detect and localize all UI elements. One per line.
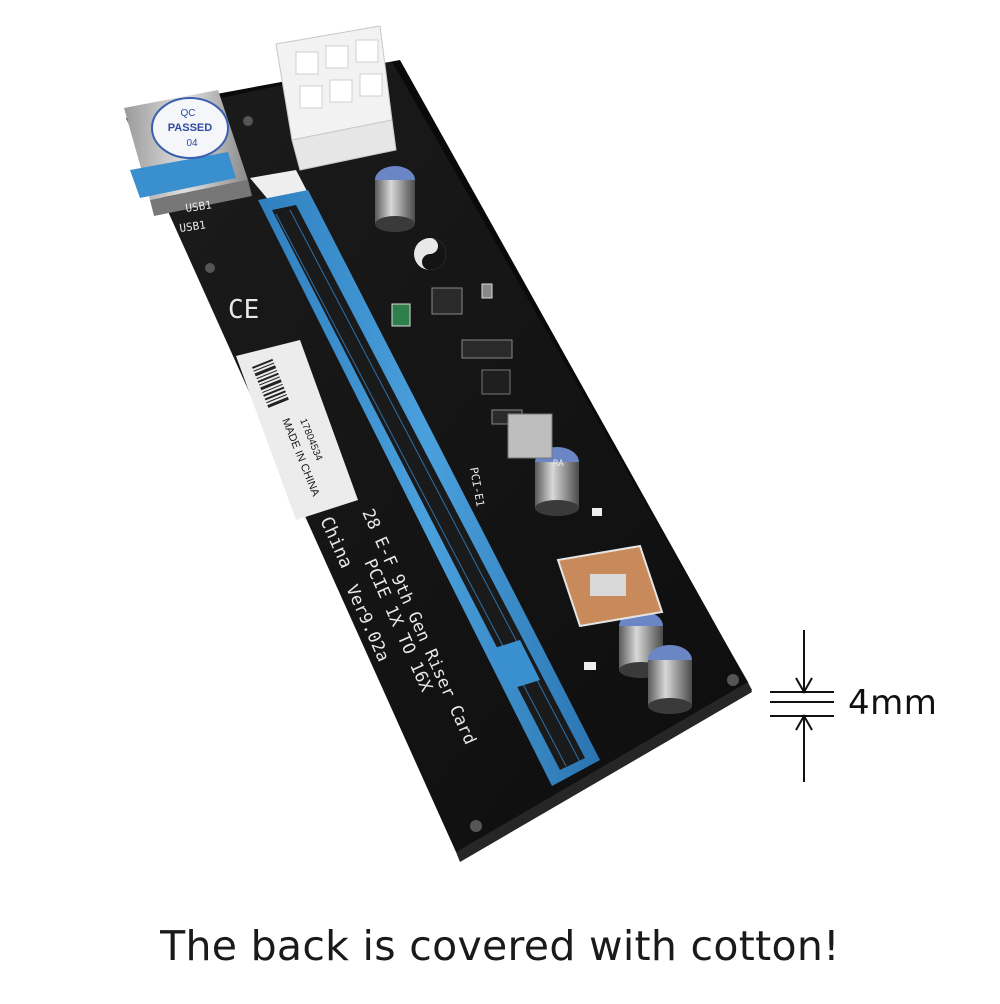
capacitor [375,166,415,232]
mount-hole [243,116,253,126]
qc-passed-sticker: QC PASSED 04 [151,97,229,159]
thickness-dimension-marker [770,630,834,782]
qc-line3: 04 [186,138,198,149]
qc-line2: PASSED [168,122,212,134]
thickness-label: 4mm [848,683,938,723]
capacitor-marking: RA [553,459,564,469]
mount-hole [205,263,215,273]
usb-label-bottom: USB1 [179,218,207,235]
capacitor [648,645,692,714]
ic-chip [481,369,511,395]
mount-hole [727,674,739,686]
power-connector [275,25,397,171]
led [592,508,602,516]
inductor [507,413,553,459]
barcode-label: 17804534 MADE IN CHINA [236,340,358,520]
qc-line1: QC [181,108,196,119]
smd-component [590,574,626,596]
capacitor: RA [535,447,579,516]
ce-mark: CE [228,295,259,325]
smd-component [391,303,411,327]
led [584,662,596,670]
pcie-x16-slot [258,190,600,786]
resistor-array [461,339,513,359]
mount-hole [470,820,482,832]
usb-label-top: USB1 [185,198,213,215]
transistor [431,287,463,315]
caption: The back is covered with cotton! [160,922,840,970]
smd-component [481,283,493,299]
